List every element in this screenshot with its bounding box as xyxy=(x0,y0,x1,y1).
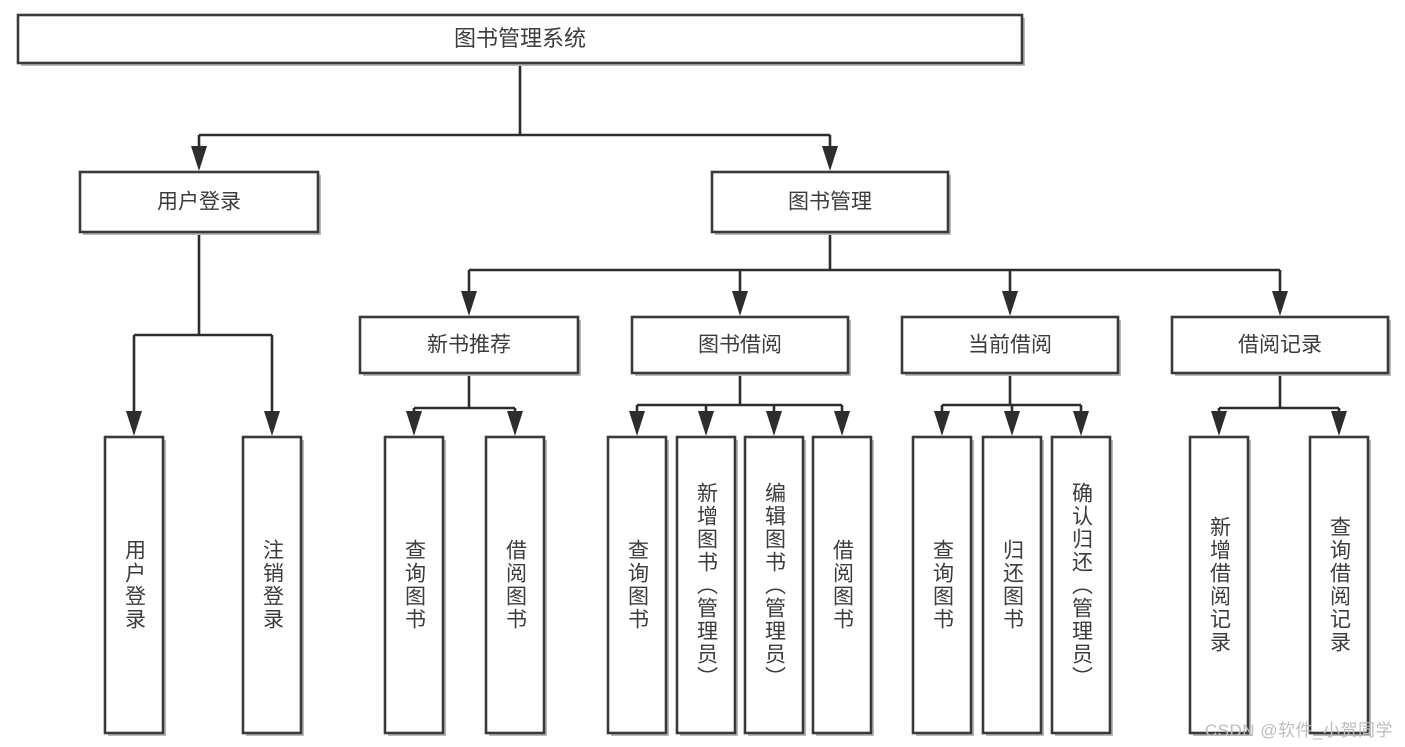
connector-group-borrow xyxy=(629,373,850,436)
connector-group-current xyxy=(934,373,1089,436)
node-label-borrow: 图书借阅 xyxy=(698,334,782,357)
arrow-head-leaf12 xyxy=(1211,411,1227,436)
node-box-leaf11[interactable] xyxy=(1050,435,1112,735)
arrow-head-bookmgmt xyxy=(822,146,838,171)
node-box-leaf2[interactable] xyxy=(241,435,303,735)
node-label-current: 当前借阅 xyxy=(968,334,1052,357)
node-box-leaf10[interactable] xyxy=(981,435,1043,735)
connector-group-bookmgmt xyxy=(461,232,1288,316)
node-box-leaf6[interactable] xyxy=(675,435,737,735)
arrow-head-leaf7 xyxy=(766,411,782,436)
node-box-leaf3[interactable] xyxy=(383,435,445,735)
arrow-head-current xyxy=(1002,291,1018,316)
connector-layer xyxy=(126,63,1347,436)
node-box-record[interactable] xyxy=(1170,315,1390,375)
node-label-root: 图书管理系统 xyxy=(454,26,586,51)
node-box-leaf8[interactable] xyxy=(811,435,873,735)
arrow-head-borrow xyxy=(732,291,748,316)
node-box-bookmgmt[interactable] xyxy=(710,170,950,234)
node-box-current[interactable] xyxy=(900,315,1120,375)
node-label-newbook: 新书推荐 xyxy=(427,334,511,357)
node-label-bookmgmt: 图书管理 xyxy=(788,191,872,214)
connector-group-login xyxy=(126,232,280,436)
arrow-head-leaf2 xyxy=(264,411,280,436)
node-label-login: 用户登录 xyxy=(157,191,241,214)
node-box-layer xyxy=(16,13,1391,736)
arrow-head-leaf9 xyxy=(934,411,950,436)
node-box-leaf13[interactable] xyxy=(1308,435,1370,735)
node-box-newbook[interactable] xyxy=(358,315,580,375)
arrow-head-leaf8 xyxy=(834,411,850,436)
arrow-head-leaf6 xyxy=(698,411,714,436)
node-box-leaf1[interactable] xyxy=(103,435,165,735)
arrow-head-leaf11 xyxy=(1073,411,1089,436)
node-box-login[interactable] xyxy=(78,170,320,234)
arrow-head-leaf10 xyxy=(1004,411,1020,436)
arrow-head-record xyxy=(1272,291,1288,316)
node-box-borrow[interactable] xyxy=(630,315,850,375)
arrow-head-leaf3 xyxy=(406,411,422,436)
node-box-leaf5[interactable] xyxy=(606,435,668,735)
node-box-leaf9[interactable] xyxy=(911,435,973,735)
node-label-record: 借阅记录 xyxy=(1238,334,1322,357)
node-box-leaf4[interactable] xyxy=(484,435,546,735)
connector-group-root xyxy=(191,63,838,171)
arrow-head-leaf13 xyxy=(1331,411,1347,436)
arrow-head-newbook xyxy=(461,291,477,316)
node-box-leaf7[interactable] xyxy=(743,435,805,735)
node-box-root[interactable] xyxy=(16,13,1024,65)
watermark-text: CSDN @软件_小贺同学 xyxy=(1204,721,1393,740)
arrow-head-leaf5 xyxy=(629,411,645,436)
arrow-head-leaf1 xyxy=(126,411,142,436)
connector-group-record xyxy=(1211,373,1347,436)
arrow-head-login xyxy=(191,146,207,171)
connector-group-newbook xyxy=(406,373,523,436)
node-box-leaf12[interactable] xyxy=(1188,435,1250,735)
arrow-head-leaf4 xyxy=(507,411,523,436)
